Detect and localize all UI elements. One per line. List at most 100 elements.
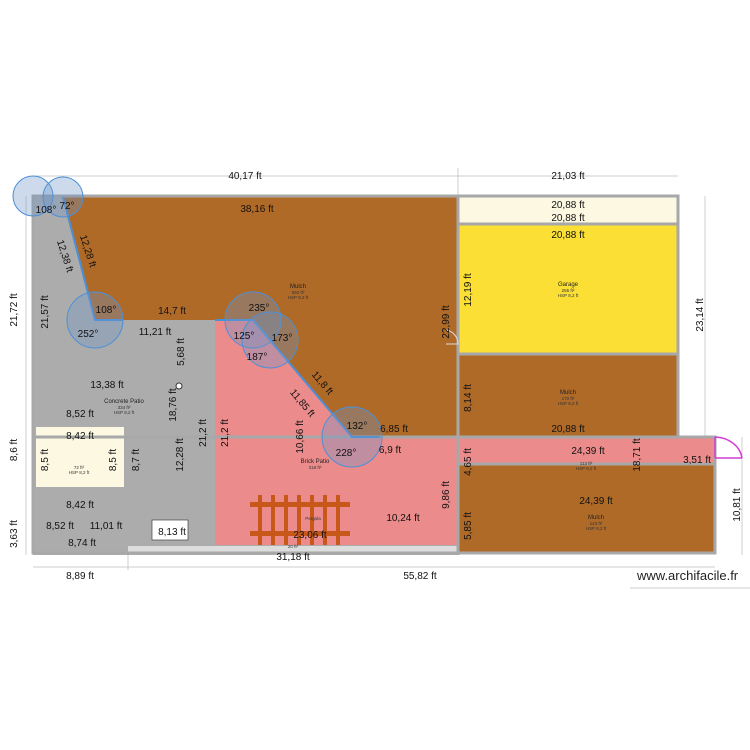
dimension-label: 31,18 ft bbox=[276, 552, 310, 563]
dimension-label: 20,88 ft bbox=[551, 200, 585, 211]
angle-label: 187° bbox=[247, 352, 268, 363]
svg-text:Mulch: Mulch bbox=[290, 284, 306, 290]
dimension-label: 12,19 ft bbox=[463, 273, 474, 307]
svg-text:Mulch: Mulch bbox=[560, 390, 576, 396]
svg-text:HSP 8,2 ft: HSP 8,2 ft bbox=[114, 410, 135, 415]
dimension-label: 8,6 ft bbox=[9, 439, 20, 461]
svg-text:72 ft²: 72 ft² bbox=[74, 465, 85, 470]
dimension-label: 5,85 ft bbox=[463, 512, 474, 540]
dimension-label: 38,16 ft bbox=[240, 204, 274, 215]
cream-strip[interactable] bbox=[458, 197, 678, 224]
dimension-label: 21,2 ft bbox=[220, 419, 231, 447]
dimension-lines bbox=[25, 168, 750, 589]
svg-text:HSP 8,2 ft: HSP 8,2 ft bbox=[288, 295, 309, 300]
dimension-label: 8,5 ft bbox=[40, 449, 51, 471]
pergola-icon[interactable] bbox=[250, 495, 350, 545]
svg-text:113 ft²: 113 ft² bbox=[580, 461, 593, 466]
dimension-label: 23,14 ft bbox=[695, 298, 706, 332]
dimension-label: 10,81 ft bbox=[732, 488, 743, 522]
svg-text:318 ft²: 318 ft² bbox=[309, 465, 322, 470]
angle-label: 108° bbox=[36, 205, 57, 216]
room-label: 20 ft² bbox=[288, 544, 299, 549]
angle-label: 108° bbox=[96, 305, 117, 316]
svg-text:HSP 8,2 ft: HSP 8,2 ft bbox=[69, 470, 90, 475]
angle-label: 252° bbox=[78, 329, 99, 340]
angle-label: 228° bbox=[336, 448, 357, 459]
angle-markers bbox=[12, 175, 383, 468]
angle-label: 72° bbox=[59, 201, 74, 212]
edge-lines bbox=[62, 196, 380, 438]
dimension-label: 8,52 ft bbox=[66, 409, 94, 420]
dimension-label: 21,2 ft bbox=[198, 419, 209, 447]
watermark: www.archifacile.fr bbox=[636, 568, 739, 583]
light-icon[interactable] bbox=[175, 382, 183, 390]
dimension-label: 9,86 ft bbox=[441, 481, 452, 509]
mulch-area-main[interactable] bbox=[63, 197, 458, 437]
dimension-label: 8,14 ft bbox=[463, 384, 474, 412]
svg-text:Mulch: Mulch bbox=[588, 515, 604, 521]
dimension-label: 6,85 ft bbox=[380, 424, 408, 435]
dimension-label: 20,88 ft bbox=[551, 424, 585, 435]
dimension-label: 8,74 ft bbox=[68, 538, 96, 549]
dimension-label: 24,39 ft bbox=[579, 496, 613, 507]
angle-label: 235° bbox=[249, 303, 270, 314]
dimension-label: 23,06 ft bbox=[293, 530, 327, 541]
dimension-label: 21,72 ft bbox=[9, 293, 20, 327]
dimension-label: 6,9 ft bbox=[379, 445, 401, 456]
dimension-label: 13,38 ft bbox=[90, 380, 124, 391]
angle-label: 173° bbox=[272, 333, 293, 344]
dimension-label: 22,99 ft bbox=[441, 305, 452, 339]
dimension-label: 11,01 ft bbox=[90, 521, 123, 532]
dimension-label: 18,76 ft bbox=[168, 388, 179, 422]
dimension-label: 8,5 ft bbox=[108, 449, 119, 471]
mulch-area-right[interactable] bbox=[458, 355, 678, 437]
svg-text:143 ft²: 143 ft² bbox=[590, 521, 603, 526]
garage[interactable] bbox=[458, 224, 678, 353]
svg-text:Concrete Patio: Concrete Patio bbox=[104, 399, 144, 405]
dimension-label: 10,24 ft bbox=[386, 513, 420, 524]
dimension-label: 3,51 ft bbox=[683, 455, 711, 466]
dimension-label: 10,66 ft bbox=[295, 420, 306, 454]
angle-label: 125° bbox=[234, 331, 255, 342]
angle-label: 132° bbox=[347, 421, 368, 432]
walkway[interactable] bbox=[128, 546, 458, 552]
brick-patio[interactable] bbox=[215, 320, 715, 545]
svg-text:255 ft²: 255 ft² bbox=[562, 288, 575, 293]
dimension-label: 8,7 ft bbox=[131, 449, 142, 471]
dimension-label: 8,89 ft bbox=[66, 571, 94, 582]
dimension-label: 8,52 ft bbox=[46, 521, 74, 532]
grill-icon[interactable] bbox=[151, 519, 189, 541]
mulch-area-bottom[interactable] bbox=[458, 465, 715, 553]
svg-text:HSP 8,2 ft: HSP 8,2 ft bbox=[576, 466, 597, 471]
dimension-label: 8,13 ft bbox=[158, 527, 186, 538]
door-icon[interactable] bbox=[714, 436, 743, 459]
dimension-label: 20,88 ft bbox=[551, 213, 585, 224]
dimension-label: 21,03 ft bbox=[551, 171, 585, 182]
dimension-label: 18,71 ft bbox=[632, 438, 643, 472]
dimension-label: 24,39 ft bbox=[571, 446, 605, 457]
dimension-label: 8,42 ft bbox=[66, 500, 94, 511]
dimension-label: 3,63 ft bbox=[9, 520, 20, 548]
dimension-label: 21,57 ft bbox=[40, 295, 51, 329]
dimension-label: 14,7 ft bbox=[158, 306, 186, 317]
svg-text:592 ft²: 592 ft² bbox=[292, 290, 305, 295]
svg-text:HSP 8,2 ft: HSP 8,2 ft bbox=[558, 401, 579, 406]
svg-text:HSP 8,2 ft: HSP 8,2 ft bbox=[558, 293, 579, 298]
dimension-label: 11,21 ft bbox=[139, 327, 172, 338]
dimension-label: 40,17 ft bbox=[228, 171, 262, 182]
room-label: Pergola bbox=[305, 516, 321, 521]
svg-text:334 ft²: 334 ft² bbox=[118, 405, 131, 410]
svg-text:HSP 8,2 ft: HSP 8,2 ft bbox=[586, 526, 607, 531]
dimension-label: 8,42 ft bbox=[66, 431, 94, 442]
svg-text:Brick Patio: Brick Patio bbox=[301, 459, 330, 465]
door-interior-icon[interactable] bbox=[445, 329, 459, 345]
dimension-label: 20,88 ft bbox=[551, 230, 585, 241]
dimension-label: 12,28 ft bbox=[175, 438, 186, 472]
